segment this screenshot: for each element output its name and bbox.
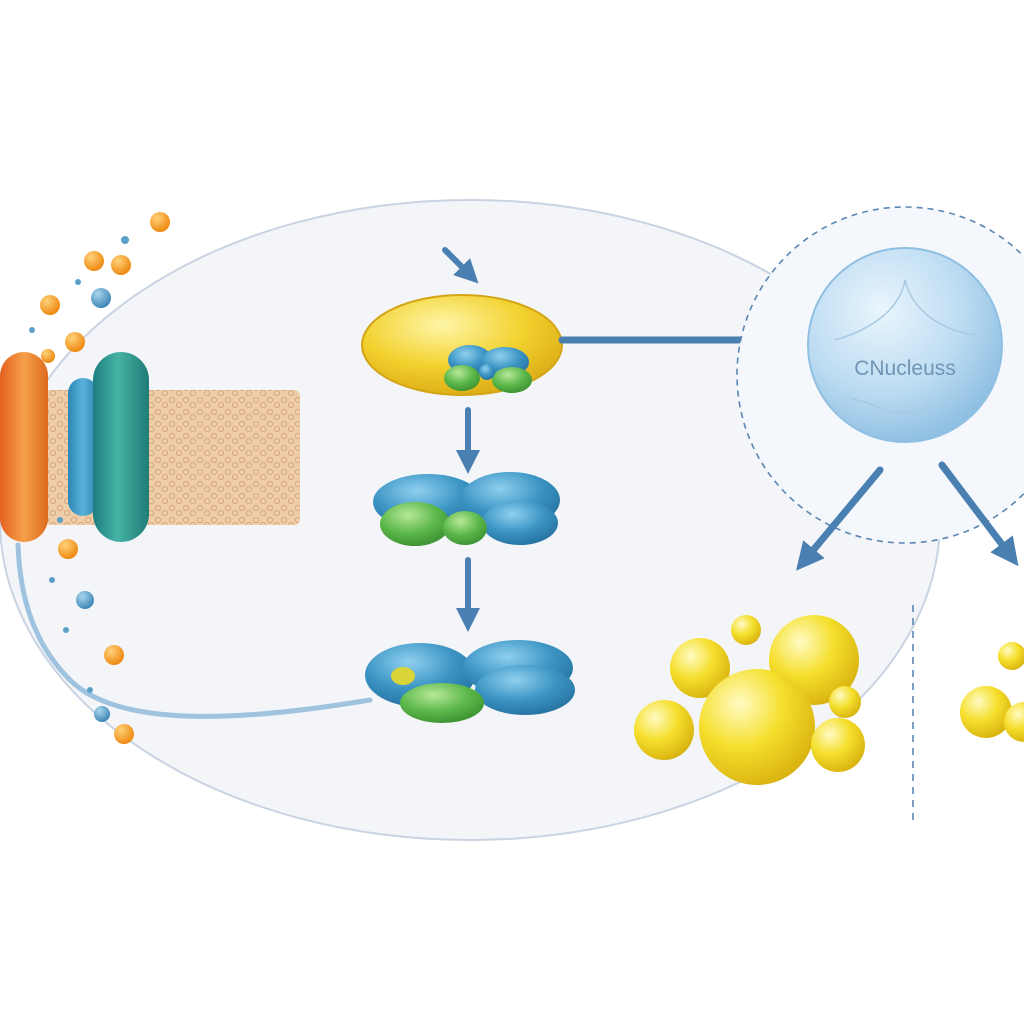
particle-blue [29,327,35,333]
particle-blue [76,591,94,609]
green-subunit [492,367,532,393]
lipid-droplet-icon [960,642,1024,742]
nucleus-label: CNucleuss [854,357,956,380]
particle-blue [94,706,110,722]
particle-orange [41,349,55,363]
nucleus-output-arrow-right [938,461,1019,567]
green-subunit [400,683,484,723]
particle-orange [65,332,85,352]
droplet [634,700,694,760]
protein-complex-icon [365,640,575,723]
particle-blue [121,236,129,244]
particle-blue [57,517,63,523]
particle-blue [63,627,69,633]
yellow-ligand [391,667,415,685]
droplet [960,686,1012,738]
particle-blue [91,288,111,308]
nucleus-icon [807,247,1003,443]
particle-orange [114,724,134,744]
orange-receptor-icon [0,352,48,542]
particle-blue [87,687,93,693]
teal-receptor-icon [93,352,149,542]
droplet [699,669,815,785]
green-subunit [443,511,487,545]
lipid-droplet-icon [634,615,865,785]
incoming-signal-arrow [442,247,479,284]
nucleus-texture [834,279,976,414]
droplet [829,686,861,718]
blue-subunit [475,665,575,715]
droplet [998,642,1024,670]
particle-orange [58,539,78,559]
particle-orange [111,255,131,275]
protein-complex-icon [361,294,563,396]
particle-orange [104,645,124,665]
particle-blue [49,577,55,583]
particle-orange [40,295,60,315]
particle-blue [75,279,81,285]
particle-orange [150,212,170,232]
blue-subunit [479,364,495,380]
return-pathway-line [15,542,373,719]
ligand-particles [29,212,170,744]
droplet [731,615,761,645]
droplet [1004,702,1024,742]
droplet [670,638,730,698]
green-subunit [380,502,450,546]
green-subunit [444,365,480,391]
particle-orange [84,251,104,271]
droplet [811,718,865,772]
blue-subunit [482,501,558,545]
nucleus-output-arrow-left [796,466,884,571]
protein-complex-icon [373,472,560,546]
blue-receptor-icon [68,378,98,516]
